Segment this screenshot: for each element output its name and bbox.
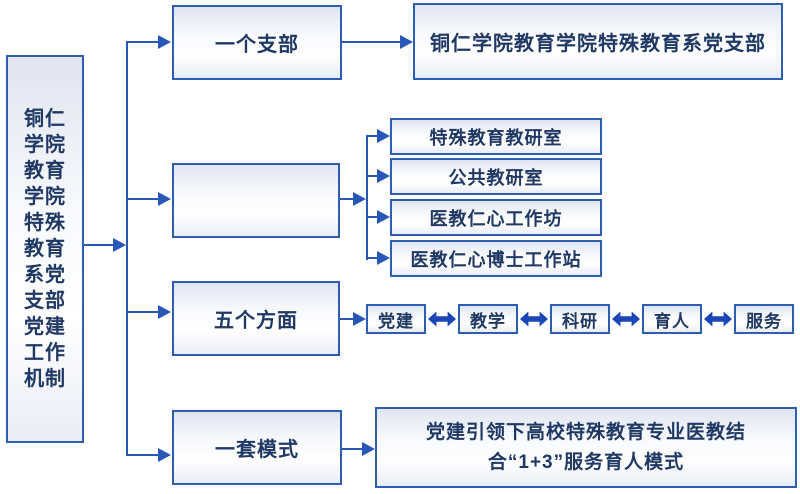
connector-branch4-line [127, 454, 159, 456]
root-box-label: 铜仁学院教育学院特殊教育系党支部党建工作机制 [24, 108, 66, 390]
connector-branch2-line [127, 198, 159, 200]
branch4-target-label: 党建引领下高校特殊教育专业医教结合“1+3”服务育人模式 [425, 422, 746, 473]
connector-branch1-line [127, 41, 159, 43]
platform-label: 医教仁心博士工作站 [410, 249, 582, 270]
aspect-box: 党建 [366, 304, 426, 334]
connector-branch3-line [127, 311, 159, 313]
arrowhead-icon [353, 312, 366, 326]
connector-branch3-aspects-line [340, 318, 355, 320]
aspect-label: 教学 [470, 311, 506, 331]
aspect-label: 服务 [746, 311, 782, 331]
branch4-box: 一套模式 [172, 410, 342, 485]
arrowhead-icon [353, 192, 366, 206]
connector-subtrunk-line [366, 135, 368, 260]
branch1-target-box: 铜仁学院教育学院特殊教育系党支部 [413, 3, 783, 80]
branch4-label: 一套模式 [215, 439, 299, 461]
platform-label: 特殊教育教研室 [429, 127, 563, 148]
connector-branch4-target-line [342, 448, 364, 450]
arrowhead-icon [377, 210, 390, 224]
aspect-box: 科研 [550, 304, 610, 334]
branch1-box: 一个支部 [172, 5, 342, 80]
connector-platform3-line [367, 216, 378, 218]
platform-box: 公共教研室 [390, 158, 602, 195]
arrowhead-icon [377, 169, 390, 183]
platform-box: 医教仁心博士工作站 [390, 240, 602, 277]
aspect-label: 党建 [378, 311, 414, 331]
arrowhead-icon [362, 442, 375, 456]
connector-trunk-line [126, 41, 128, 456]
double-arrow-icon [704, 311, 732, 327]
aspect-box: 服务 [734, 304, 794, 334]
connector-branch2-subtrunk-line [340, 198, 354, 200]
arrowhead-icon [158, 35, 171, 49]
connector-platform4-line [367, 257, 378, 259]
platform-box: 特殊教育教研室 [390, 118, 602, 155]
branch1-label: 一个支部 [215, 34, 299, 56]
double-arrow-icon [520, 311, 548, 327]
arrowhead-icon [377, 129, 390, 143]
branch1-target-label: 铜仁学院教育学院特殊教育系党支部 [430, 33, 766, 55]
connector-platform1-line [367, 135, 378, 137]
arrowhead-icon [113, 238, 126, 252]
platform-label: 公共教研室 [448, 167, 544, 188]
aspect-box: 育人 [642, 304, 702, 334]
branch2-box [172, 163, 340, 238]
root-box: 铜仁学院教育学院特殊教育系党支部党建工作机制 [6, 55, 84, 443]
arrowhead-icon [158, 305, 171, 319]
connector-root-trunk-line [84, 244, 114, 246]
branch4-target-box: 党建引领下高校特殊教育专业医教结合“1+3”服务育人模式 [375, 407, 797, 488]
branch3-box: 五个方面 [172, 281, 340, 356]
platform-label: 医教仁心工作坊 [429, 208, 563, 229]
double-arrow-icon [428, 311, 456, 327]
platform-box: 医教仁心工作坊 [390, 199, 602, 236]
arrowhead-icon [377, 251, 390, 265]
arrowhead-icon [400, 35, 413, 49]
arrowhead-icon [158, 448, 171, 462]
connector-platform2-line [367, 175, 378, 177]
connector-branch1-target-line [342, 41, 402, 43]
aspect-label: 科研 [562, 311, 598, 331]
aspect-label: 育人 [654, 311, 690, 331]
arrowhead-icon [158, 192, 171, 206]
aspect-box: 教学 [458, 304, 518, 334]
double-arrow-icon [612, 311, 640, 327]
branch3-label: 五个方面 [214, 310, 298, 332]
